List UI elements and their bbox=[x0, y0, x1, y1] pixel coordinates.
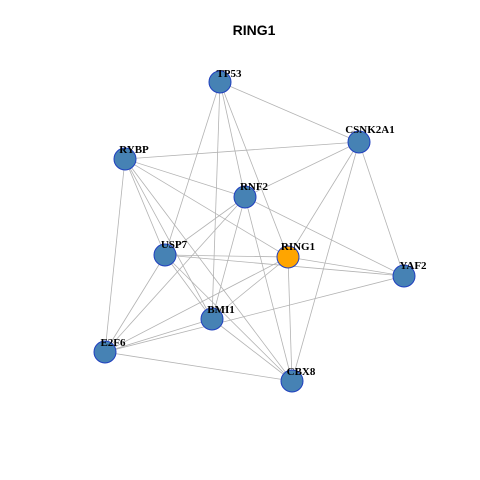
edge-ring1-e2f6 bbox=[104, 256, 289, 353]
edge-rybp-ring1 bbox=[124, 158, 289, 258]
node-label-usp7: USP7 bbox=[161, 239, 188, 251]
edge-tp53-usp7 bbox=[164, 81, 221, 256]
edge-rnf2-usp7 bbox=[164, 196, 246, 256]
edge-csnk2a1-rybp bbox=[124, 141, 360, 160]
edge-rnf2-e2f6 bbox=[104, 196, 246, 353]
node-label-ring1: RING1 bbox=[281, 241, 315, 253]
edge-ring1-yaf2 bbox=[287, 256, 405, 277]
edge-bmi1-cbx8 bbox=[211, 318, 293, 382]
edge-usp7-cbx8 bbox=[164, 254, 293, 382]
node-label-cbx8: CBX8 bbox=[287, 366, 316, 378]
node-layer bbox=[93, 70, 416, 393]
node-usp7[interactable] bbox=[153, 243, 177, 267]
edge-csnk2a1-yaf2 bbox=[358, 141, 405, 277]
edge-rnf2-bmi1 bbox=[211, 196, 246, 320]
node-bmi1[interactable] bbox=[200, 307, 224, 331]
node-label-bmi1: BMI1 bbox=[207, 304, 235, 316]
edge-rybp-bmi1 bbox=[124, 158, 213, 320]
diagram-title: RING1 bbox=[233, 22, 276, 38]
edge-ring1-bmi1 bbox=[211, 256, 289, 320]
edge-csnk2a1-ring1 bbox=[287, 141, 360, 258]
edge-rybp-usp7 bbox=[124, 158, 166, 256]
edge-tp53-ring1 bbox=[219, 81, 289, 258]
node-label-rnf2: RNF2 bbox=[240, 181, 269, 193]
node-label-csnk2a1: CSNK2A1 bbox=[345, 124, 395, 136]
edge-usp7-ring1 bbox=[164, 254, 289, 258]
node-ring1[interactable] bbox=[276, 245, 300, 269]
node-label-e2f6: E2F6 bbox=[100, 337, 126, 349]
node-rybp[interactable] bbox=[113, 147, 137, 171]
edge-tp53-bmi1 bbox=[211, 81, 221, 320]
edge-layer bbox=[104, 81, 405, 382]
edge-usp7-bmi1 bbox=[164, 254, 213, 320]
edge-rybp-cbx8 bbox=[124, 158, 293, 382]
edge-rybp-rnf2 bbox=[124, 158, 246, 198]
node-csnk2a1[interactable] bbox=[347, 130, 371, 154]
edge-csnk2a1-rnf2 bbox=[244, 141, 360, 198]
edge-yaf2-e2f6 bbox=[104, 275, 405, 353]
node-tp53[interactable] bbox=[208, 70, 232, 94]
edge-bmi1-e2f6 bbox=[104, 318, 213, 353]
edge-rnf2-cbx8 bbox=[244, 196, 293, 382]
node-label-tp53: TP53 bbox=[216, 68, 242, 80]
edge-e2f6-cbx8 bbox=[104, 351, 293, 382]
edge-tp53-rnf2 bbox=[219, 81, 246, 198]
edge-rybp-e2f6 bbox=[104, 158, 126, 353]
node-e2f6[interactable] bbox=[93, 340, 117, 364]
node-yaf2[interactable] bbox=[392, 264, 416, 288]
node-cbx8[interactable] bbox=[280, 369, 304, 393]
edge-ring1-cbx8 bbox=[287, 256, 293, 382]
node-rnf2[interactable] bbox=[233, 185, 257, 209]
edge-csnk2a1-cbx8 bbox=[291, 141, 360, 382]
node-label-yaf2: YAF2 bbox=[399, 260, 427, 272]
edge-tp53-csnk2a1 bbox=[219, 81, 360, 143]
edge-rnf2-yaf2 bbox=[244, 196, 405, 277]
node-label-rybp: RYBP bbox=[119, 144, 149, 156]
edge-usp7-e2f6 bbox=[104, 254, 166, 353]
